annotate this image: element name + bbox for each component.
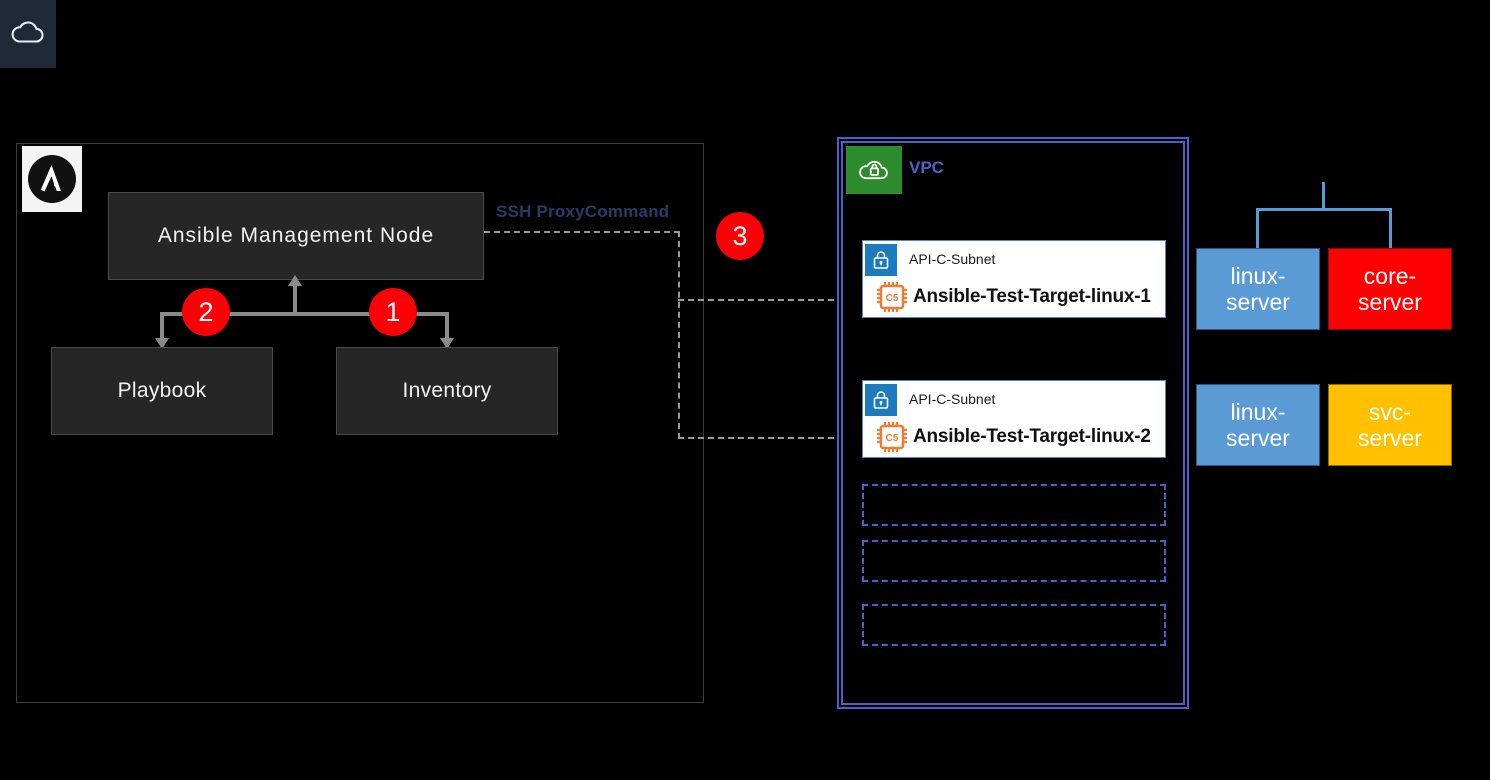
subnet-placeholder-1[interactable] xyxy=(862,484,1166,526)
server-connector-left-down xyxy=(1256,208,1259,248)
playbook-label: Playbook xyxy=(117,379,207,402)
inventory-label: Inventory xyxy=(402,379,492,402)
server-connector-horizontal xyxy=(1256,208,1392,211)
step-badge-3: 3 xyxy=(716,212,764,260)
lock-icon xyxy=(865,244,897,276)
connector-right-down xyxy=(445,312,449,340)
arrow-down-left-icon xyxy=(155,338,169,349)
step-badge-1: 1 xyxy=(369,288,417,336)
lock-icon xyxy=(865,384,897,416)
server-svc-server[interactable]: svc-server xyxy=(1328,384,1452,466)
vpc-label: VPC xyxy=(909,158,944,177)
c5-chip-icon: C5 xyxy=(875,420,909,454)
c5-chip-icon: C5 xyxy=(875,280,909,314)
subnet-placeholder-3[interactable] xyxy=(862,604,1166,646)
server-core-server[interactable]: core-server xyxy=(1328,248,1452,330)
ssh-proxycommand-label: SSH ProxyCommand xyxy=(496,202,670,221)
server-linux-server-1[interactable]: linux-server xyxy=(1196,248,1320,330)
server-connector-right-down xyxy=(1389,208,1392,248)
arrow-down-right-icon xyxy=(440,338,454,349)
server-label: linux-server xyxy=(1226,262,1290,315)
subnet-header: API-C-Subnet xyxy=(863,241,1165,277)
cloud-lock-icon xyxy=(846,146,902,194)
connector-up xyxy=(293,282,297,314)
inventory-node[interactable]: Inventory xyxy=(336,347,558,435)
instance-name: Ansible-Test-Target-linux-2 xyxy=(913,426,1151,447)
server-label: linux-server xyxy=(1226,398,1290,451)
instance-row: C5 Ansible-Test-Target-linux-2 xyxy=(863,417,1165,457)
ssh-path-segment-3 xyxy=(678,299,854,301)
connector-left-down xyxy=(160,312,164,340)
arrow-up-icon xyxy=(288,275,302,286)
step-badge-2: 2 xyxy=(182,288,230,336)
subnet-header: API-C-Subnet xyxy=(863,381,1165,417)
svg-text:C5: C5 xyxy=(886,293,899,304)
server-connector-stem xyxy=(1322,182,1325,210)
cloud-icon xyxy=(9,17,47,52)
subnet-placeholder-2[interactable] xyxy=(862,540,1166,582)
instance-name: Ansible-Test-Target-linux-1 xyxy=(913,286,1151,307)
ssh-path-segment-2 xyxy=(678,231,680,439)
subnet-card-2[interactable]: API-C-Subnet C5 Ansible-Test-Target-linu… xyxy=(862,380,1166,458)
subnet-name: API-C-Subnet xyxy=(909,251,996,267)
svg-text:C5: C5 xyxy=(886,433,899,444)
connector-horizontal xyxy=(162,312,447,316)
playbook-node[interactable]: Playbook xyxy=(51,347,273,435)
cloud-badge xyxy=(0,0,56,68)
subnet-name: API-C-Subnet xyxy=(909,391,996,407)
subnet-card-1[interactable]: API-C-Subnet C5 Ansible-Test-Target-linu… xyxy=(862,240,1166,318)
server-linux-server-2[interactable]: linux-server xyxy=(1196,384,1320,466)
ssh-path-segment-1 xyxy=(484,231,680,233)
instance-row: C5 Ansible-Test-Target-linux-1 xyxy=(863,277,1165,317)
ssh-path-segment-4 xyxy=(678,437,854,439)
ansible-management-node-label: Ansible Management Node xyxy=(157,224,435,247)
server-label: core-server xyxy=(1358,262,1422,315)
ansible-logo xyxy=(22,146,82,212)
server-label: svc-server xyxy=(1358,398,1422,451)
ansible-management-node[interactable]: Ansible Management Node xyxy=(108,192,484,280)
